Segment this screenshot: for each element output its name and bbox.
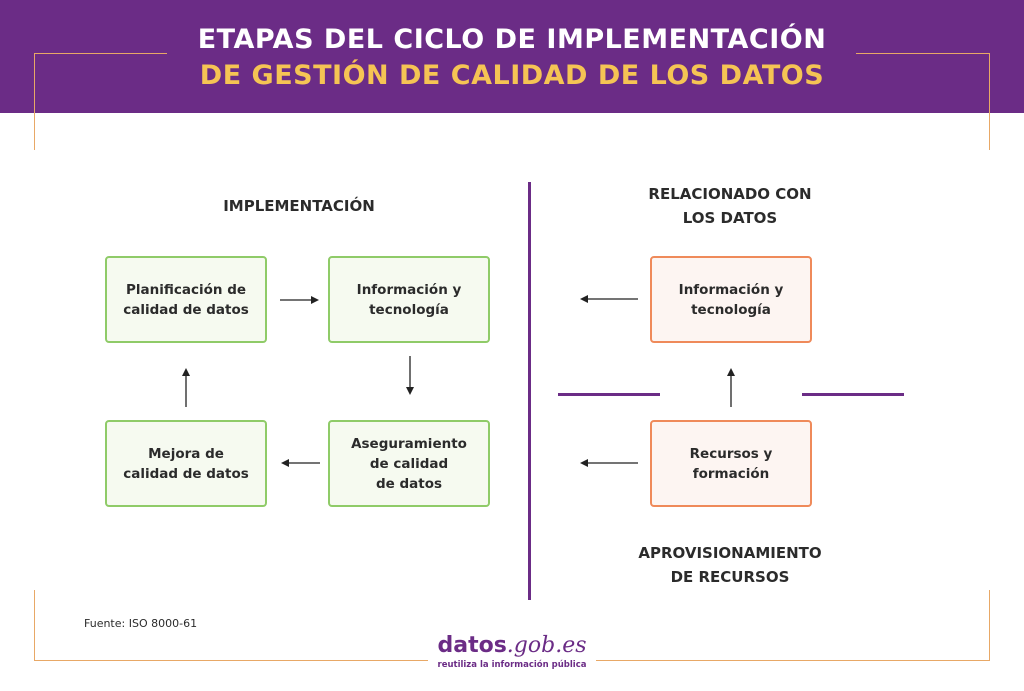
title-line-1: ETAPAS DEL CICLO DE IMPLEMENTACIÓN [197, 24, 827, 55]
header-banner [0, 0, 1024, 113]
improvement-label: Mejora de calidad de datos [123, 445, 249, 482]
source-note: Fuente: ISO 8000-61 [84, 617, 198, 630]
arrow-info-to-assurance [406, 356, 414, 395]
data-related-heading: RELACIONADO CON LOS DATOS [648, 185, 812, 227]
arrow-info-tech-right-out [580, 295, 638, 303]
logo-wordmark: datos.gob.es [412, 632, 612, 660]
implementation-heading: IMPLEMENTACIÓN [223, 197, 375, 215]
resource-provisioning-heading: APROVISIONAMIENTO DE RECURSOS [638, 544, 822, 586]
vertical-divider [528, 182, 531, 600]
logo-domain: .gob.es [506, 633, 587, 658]
logo-tagline: reutiliza la información pública [437, 660, 587, 670]
frame-line-left-upper [34, 53, 35, 150]
planning-box: Planificación de calidad de datos [105, 256, 267, 343]
frame-line-top-left [34, 53, 167, 54]
arrow-planning-to-info [280, 296, 319, 304]
planning-label: Planificación de calidad de datos [123, 281, 249, 318]
info-tech-box-right: Información y tecnología [650, 256, 812, 343]
info-tech-label-left: Información y tecnología [356, 281, 462, 318]
frame-line-left-lower [34, 590, 35, 660]
improvement-box: Mejora de calidad de datos [105, 420, 267, 507]
separator-bar-left [558, 393, 660, 396]
resources-box: Recursos y formación [650, 420, 812, 507]
arrow-improvement-to-planning [182, 368, 190, 407]
arrow-assurance-to-improvement [281, 459, 320, 467]
info-tech-box-left: Información y tecnología [328, 256, 490, 343]
assurance-box: Aseguramiento de calidad de datos [328, 420, 490, 507]
separator-bar-right [802, 393, 904, 396]
frame-line-bottom-right [596, 660, 990, 661]
frame-line-right-lower [989, 590, 990, 660]
frame-line-bottom-left [34, 660, 428, 661]
frame-line-top-right [856, 53, 989, 54]
title-line-2: DE GESTIÓN DE CALIDAD DE LOS DATOS [199, 60, 825, 91]
arrow-resources-to-info [727, 368, 735, 407]
datos-gob-logo: datos.gob.es reutiliza la información pú… [412, 632, 612, 670]
logo-main: datos [437, 633, 507, 658]
info-tech-label-right: Información y tecnología [678, 281, 784, 318]
assurance-label: Aseguramiento de calidad de datos [351, 435, 467, 492]
arrow-resources-out [580, 459, 638, 467]
resources-label: Recursos y formación [689, 445, 773, 482]
frame-line-right-upper [989, 53, 990, 150]
